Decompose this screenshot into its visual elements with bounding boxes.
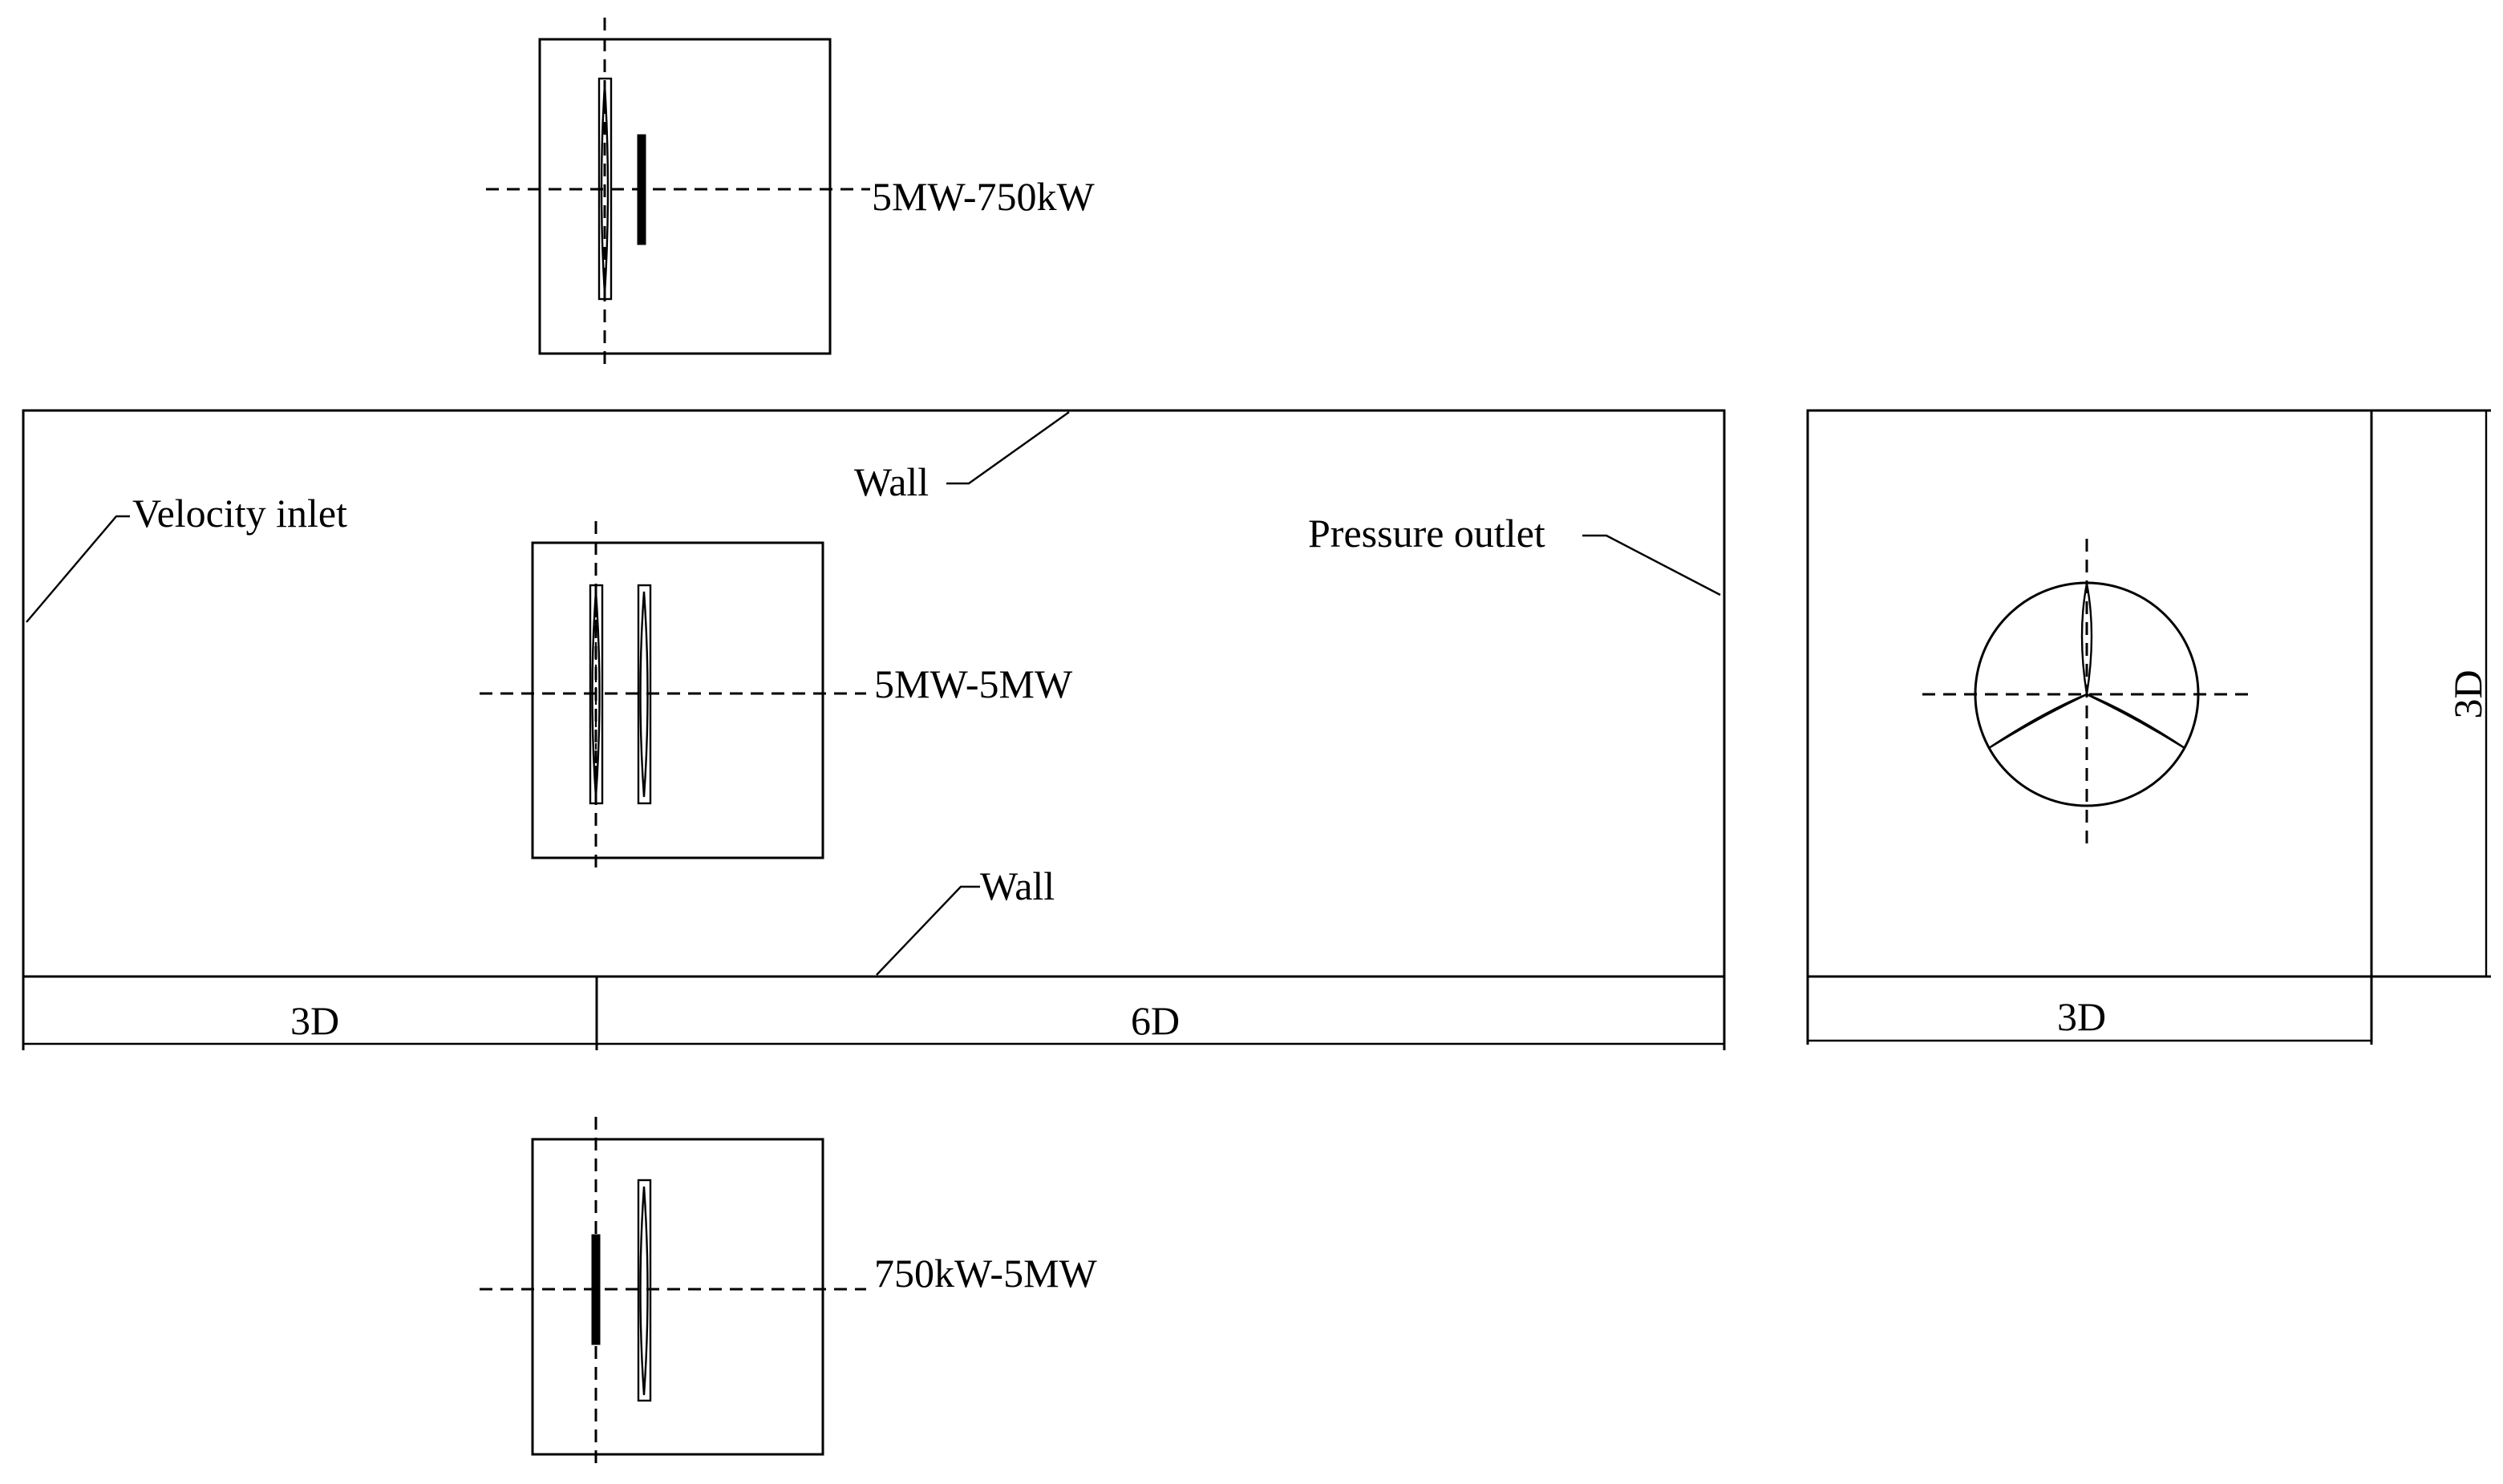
main-domain: Velocity inlet Wall Pressure outlet Wall: [22, 409, 1726, 1050]
callout-velocity-inlet: Velocity inlet: [26, 491, 347, 623]
rotor-5mw-upstream: [597, 77, 613, 301]
inset-frame: [531, 1138, 824, 1456]
front-view: 3D 3D: [1806, 409, 2491, 1045]
inset-frame: [531, 541, 824, 859]
rotor-5mw-upstream: [589, 584, 604, 805]
dim-width-label: 3D: [2057, 994, 2106, 1039]
callout-wall-bottom: Wall: [876, 863, 1055, 976]
config-label-bottom: 750kW-5MW: [874, 1251, 1098, 1296]
front-view-frame: [1806, 409, 2373, 978]
dimension-strip: 3D 6D: [22, 977, 1726, 1050]
config-label-middle: 5MW-5MW: [874, 661, 1073, 706]
inset-config-middle: 5MW-5MW: [480, 521, 1073, 871]
dim-upstream-label: 3D: [290, 998, 339, 1043]
rotor-blades: [1988, 583, 2185, 750]
inset-config-top: 5MW-750kW: [486, 18, 1096, 367]
rotor-750kw-upstream: [591, 1234, 601, 1345]
inset-config-bottom: 750kW-5MW: [480, 1117, 1098, 1467]
dim-height-label: 3D: [2445, 669, 2490, 718]
blade-lower-left: [1988, 693, 2088, 750]
config-label-top: 5MW-750kW: [872, 174, 1096, 219]
callout-pressure-outlet: Pressure outlet: [1308, 511, 1721, 596]
dim-downstream-label: 6D: [1131, 998, 1180, 1043]
inset-frame: [538, 38, 832, 355]
wall-top-label: Wall: [854, 459, 929, 504]
rotor-5mw-downstream: [637, 1179, 652, 1402]
velocity-inlet-label: Velocity inlet: [132, 491, 347, 536]
domain-boundary: [22, 409, 1726, 978]
wall-bottom-label: Wall: [980, 863, 1055, 908]
blade-lower-right: [2086, 693, 2185, 750]
callout-wall-top: Wall: [854, 411, 1070, 504]
rotor-750kw-downstream: [637, 134, 646, 245]
blade-up: [2080, 583, 2093, 695]
pressure-outlet-label: Pressure outlet: [1308, 511, 1545, 556]
rotor-5mw-downstream: [637, 584, 652, 805]
